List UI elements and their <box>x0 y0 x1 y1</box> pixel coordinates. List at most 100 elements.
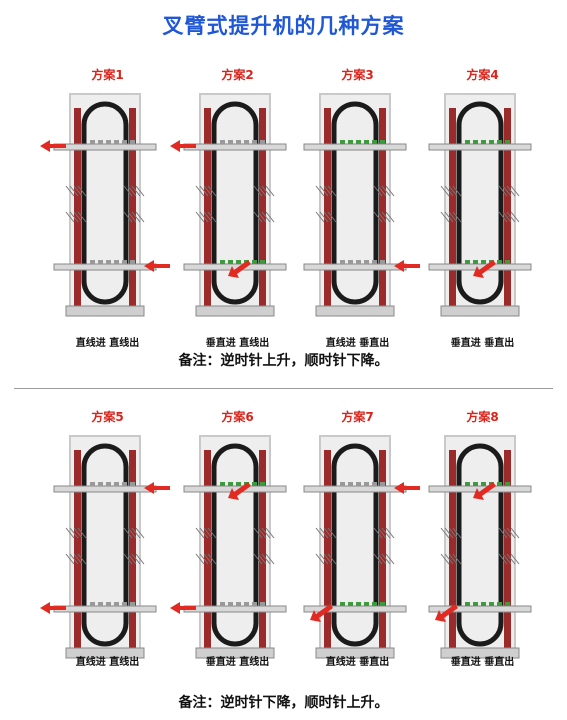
roller <box>252 260 257 264</box>
fork-tine <box>114 260 119 264</box>
lift-illustration <box>170 93 287 317</box>
fork-tine <box>381 211 391 223</box>
arrow <box>228 482 251 500</box>
left-column <box>204 450 211 650</box>
fork-tine <box>364 482 369 486</box>
scheme-1: 方案1 直线进 直线出 <box>40 66 175 366</box>
scheme-2: 方案2 垂直进 直线出 <box>170 66 305 366</box>
fork-tine <box>207 527 217 539</box>
fork-tine <box>98 602 103 606</box>
fork-tine <box>98 482 103 486</box>
fork-tine <box>65 185 75 197</box>
fork-tine <box>377 553 387 565</box>
scheme-label: 方案7 <box>341 410 374 424</box>
fork-tine <box>323 527 333 539</box>
fork-tine <box>319 185 329 197</box>
scheme-caption: 垂直进 垂直出 <box>450 338 515 349</box>
fork-tine <box>261 553 271 565</box>
fork-tine <box>73 185 83 197</box>
fork-tine <box>195 527 205 539</box>
fork-tine <box>502 211 512 223</box>
fork-tine <box>385 211 395 223</box>
fork-tine <box>65 211 75 223</box>
fork-tine <box>127 211 137 223</box>
platform <box>303 605 407 613</box>
roller <box>236 260 241 264</box>
platform <box>303 263 407 271</box>
fork-tine <box>127 527 137 539</box>
fork-tine <box>319 527 329 539</box>
fork-tine <box>77 211 87 223</box>
fork-tine <box>381 553 391 565</box>
fork-tine <box>203 185 213 197</box>
fork-tine <box>90 140 95 144</box>
fork-tine <box>498 527 508 539</box>
fork-tine <box>123 185 133 197</box>
roller <box>380 140 385 144</box>
fork-tine <box>77 553 87 565</box>
scheme-caption: 直线进 直线出 <box>75 338 140 349</box>
fork-tine <box>131 185 141 197</box>
scheme-4: 方案4 垂直进 垂直出 <box>415 66 550 366</box>
right-column <box>259 108 266 308</box>
roller <box>505 602 510 606</box>
fork-tine <box>452 527 462 539</box>
fork-tine <box>131 211 141 223</box>
fork-tine <box>69 527 79 539</box>
scheme-label: 方案2 <box>221 68 254 82</box>
fork-tine <box>498 553 508 565</box>
fork-tine <box>135 527 145 539</box>
fork-tine <box>65 527 75 539</box>
fork-tine <box>385 553 395 565</box>
platform <box>53 143 157 151</box>
scheme-5: 方案5 直线进 直线出 <box>40 408 175 708</box>
fork-tine <box>106 260 111 264</box>
arrow <box>473 482 496 500</box>
platform <box>183 605 287 613</box>
fork-tine <box>207 211 217 223</box>
arrow <box>170 602 196 614</box>
fork-tine <box>244 140 249 144</box>
roller <box>489 602 494 606</box>
fork-tine <box>65 553 75 565</box>
fork-tine <box>377 185 387 197</box>
fork-tine <box>127 553 137 565</box>
fork-tine <box>327 527 337 539</box>
fork-tine <box>257 527 267 539</box>
lift-illustration <box>428 435 532 659</box>
fork-tine <box>253 211 263 223</box>
arrow <box>435 604 458 622</box>
chain-loop <box>81 101 129 305</box>
base <box>195 305 275 317</box>
roller <box>380 602 385 606</box>
roller <box>465 260 470 264</box>
fork-tine <box>372 260 377 264</box>
roller <box>228 482 233 486</box>
fork-tine <box>207 185 217 197</box>
left-column <box>449 450 456 650</box>
lift-illustration <box>40 435 170 659</box>
scheme-caption: 垂直进 直线出 <box>205 338 270 349</box>
right-column <box>379 108 386 308</box>
scheme-label: 方案8 <box>466 410 499 424</box>
fork-tine <box>123 527 133 539</box>
fork-tine <box>327 211 337 223</box>
roller <box>473 602 478 606</box>
fork-tine <box>506 553 516 565</box>
lift-illustration <box>428 93 532 317</box>
fork-tine <box>364 260 369 264</box>
fork-tine <box>348 482 353 486</box>
page-title: 叉臂式提升机的几种方案 <box>162 14 405 38</box>
fork-tine <box>323 211 333 223</box>
chain-loop <box>211 443 259 647</box>
fork-tine <box>220 140 225 144</box>
fork-tine <box>77 527 87 539</box>
fork-tine <box>114 482 119 486</box>
arrow <box>228 260 251 278</box>
fork-tine <box>135 211 145 223</box>
roller <box>372 602 377 606</box>
platform <box>183 143 287 151</box>
fork-tine <box>265 553 275 565</box>
fork-tine <box>130 260 135 264</box>
fork-tine <box>257 185 267 197</box>
